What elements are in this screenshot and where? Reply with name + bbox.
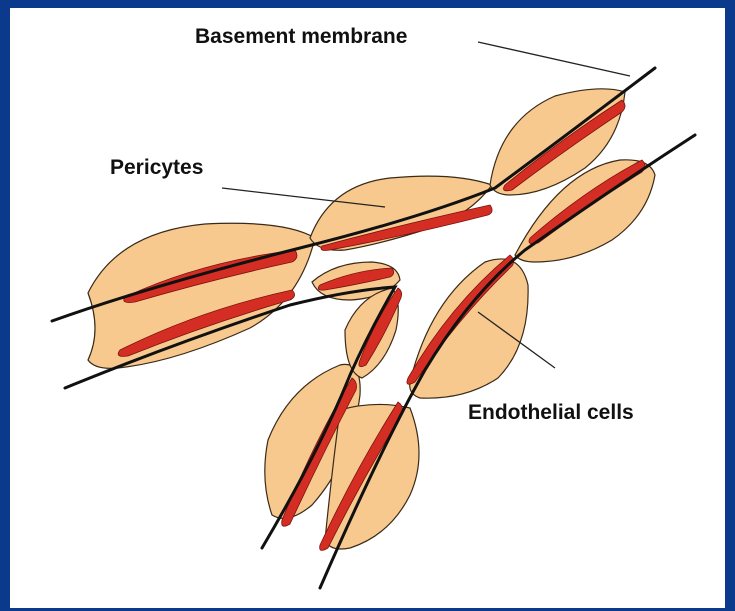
leader-basement-membrane xyxy=(478,42,630,76)
label-basement-membrane: Basement membrane xyxy=(195,25,407,48)
pericyte-endothelial-region xyxy=(410,259,528,398)
label-pericytes: Pericytes xyxy=(110,156,203,179)
label-endothelial-cells: Endothelial cells xyxy=(468,401,634,424)
